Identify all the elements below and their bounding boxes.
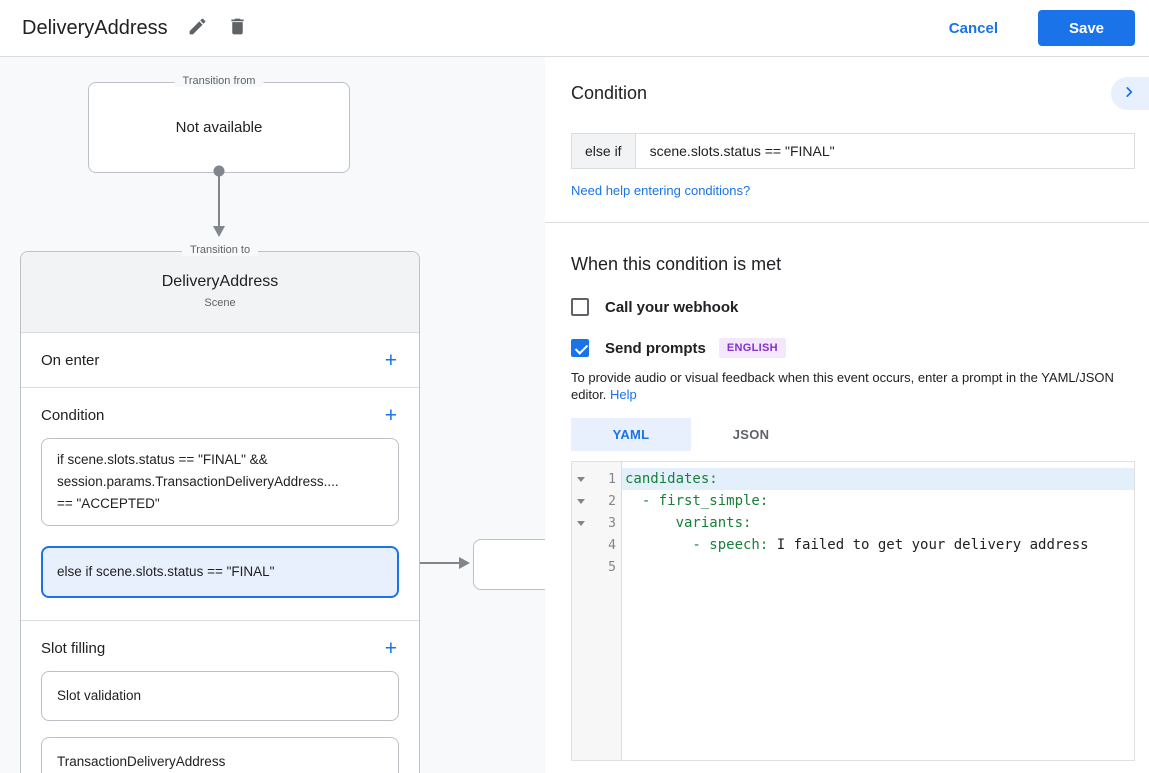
cancel-button[interactable]: Cancel: [933, 12, 1014, 45]
condition-expression-input[interactable]: [635, 134, 1134, 168]
conditions-help-link[interactable]: Need help entering conditions?: [571, 183, 751, 198]
code-line: - first_simple:: [622, 490, 1134, 512]
line-number: 2: [608, 493, 616, 509]
condition-line: if scene.slots.status == "FINAL" &&: [57, 452, 268, 467]
on-enter-label: On enter: [41, 351, 100, 369]
add-slot-button[interactable]: +: [384, 637, 397, 660]
line-number: 4: [608, 537, 616, 553]
add-condition-button[interactable]: +: [384, 404, 397, 427]
slot-item-label: Slot validation: [57, 688, 142, 703]
condition-expression-row: else if: [571, 133, 1135, 169]
yaml-key: - speech:: [625, 537, 769, 553]
pencil-icon: [187, 16, 208, 40]
condition-editor-panel: Condition else if Need help entering con…: [545, 57, 1149, 773]
line-number: 1: [608, 471, 616, 487]
editor-format-tabs: YAML JSON: [571, 418, 1135, 451]
section-divider: [545, 222, 1149, 223]
condition-heading: Condition: [571, 83, 648, 103]
edit-title-button[interactable]: [180, 10, 216, 46]
slot-filling-label: Slot filling: [41, 640, 106, 657]
webhook-row: Call your webhook: [571, 298, 1135, 316]
line-number: 5: [608, 559, 616, 575]
condition-section: Condition + if scene.slots.status == "FI…: [21, 388, 419, 621]
fold-toggle-icon[interactable]: [577, 498, 585, 504]
slot-item-transaction-delivery-address[interactable]: TransactionDeliveryAddress: [41, 737, 399, 773]
call-webhook-checkbox[interactable]: [571, 298, 589, 316]
call-webhook-label: Call your webhook: [605, 298, 739, 316]
editor-hint-body: To provide audio or visual feedback when…: [571, 370, 1114, 402]
condition-line: == "ACCEPTED": [57, 496, 160, 511]
fold-toggle-icon[interactable]: [577, 476, 585, 482]
add-on-enter-button[interactable]: +: [384, 348, 397, 372]
scene-node-card: Transition to DeliveryAddress Scene On e…: [20, 244, 420, 773]
scene-node-subtitle: Scene: [204, 297, 236, 309]
transition-from-label: Transition from: [174, 75, 264, 87]
scene-node-title: DeliveryAddress: [161, 273, 279, 290]
send-prompts-checkbox[interactable]: [571, 339, 589, 357]
send-prompts-label: Send prompts: [605, 339, 706, 357]
transition-from-node: Transition from Not available: [88, 75, 350, 173]
condition-item-else-if-selected[interactable]: else if scene.slots.status == "FINAL": [41, 546, 399, 598]
chevron-right-icon: [1122, 85, 1136, 102]
code-line: variants:: [622, 512, 1134, 534]
slot-filling-section: Slot filling + Slot validation Transacti…: [21, 621, 419, 773]
editor-code-area[interactable]: candidates: - first_simple: variants: - …: [622, 462, 1134, 760]
tab-json[interactable]: JSON: [691, 418, 811, 451]
slot-item-validation[interactable]: Slot validation: [41, 671, 399, 721]
delete-scene-button[interactable]: [220, 10, 256, 46]
condition-line: else if scene.slots.status == "FINAL": [57, 564, 275, 579]
yaml-value: I failed to get your delivery address: [768, 537, 1089, 553]
transition-from-value: Not available: [175, 119, 263, 136]
on-enter-section: On enter +: [21, 333, 419, 388]
collapse-panel-button[interactable]: [1111, 77, 1149, 110]
editor-hint-text: To provide audio or visual feedback when…: [571, 369, 1135, 403]
editor-gutter: 1 2 3 4 5: [572, 462, 622, 760]
transition-to-label: Transition to: [181, 244, 259, 256]
code-line: [622, 556, 1134, 578]
main-body: Transition from Not available Transition…: [0, 57, 1149, 773]
when-condition-met-heading: When this condition is met: [571, 254, 782, 274]
editor-help-link[interactable]: Help: [610, 387, 637, 402]
fold-toggle-icon[interactable]: [577, 520, 585, 526]
condition-item-if[interactable]: if scene.slots.status == "FINAL" && sess…: [41, 438, 399, 526]
scene-graph-canvas: Transition from Not available Transition…: [0, 57, 545, 773]
save-button[interactable]: Save: [1038, 10, 1135, 46]
tab-yaml[interactable]: YAML: [571, 418, 691, 451]
top-bar: DeliveryAddress Cancel Save: [0, 0, 1149, 57]
page-title: DeliveryAddress: [22, 16, 168, 39]
scene-node-header[interactable]: Transition to DeliveryAddress Scene: [21, 244, 419, 333]
condition-line: session.params.TransactionDeliveryAddres…: [57, 474, 339, 489]
code-line: - speech: I failed to get your delivery …: [622, 534, 1134, 556]
send-prompts-row: Send prompts ENGLISH: [571, 338, 1135, 358]
transition-target-node[interactable]: [473, 539, 545, 590]
slot-item-label: TransactionDeliveryAddress: [57, 754, 226, 769]
yaml-key: candidates:: [625, 471, 718, 487]
code-line: candidates:: [622, 468, 1134, 490]
line-number: 3: [608, 515, 616, 531]
condition-section-label: Condition: [41, 407, 105, 424]
language-badge: ENGLISH: [718, 338, 786, 358]
trash-icon: [227, 16, 248, 40]
yaml-key: - first_simple:: [625, 493, 769, 509]
yaml-code-editor[interactable]: 1 2 3 4 5 candidates: - first_simple: va…: [571, 461, 1135, 761]
condition-prefix-label: else if: [572, 134, 636, 168]
yaml-key: variants:: [625, 515, 752, 531]
